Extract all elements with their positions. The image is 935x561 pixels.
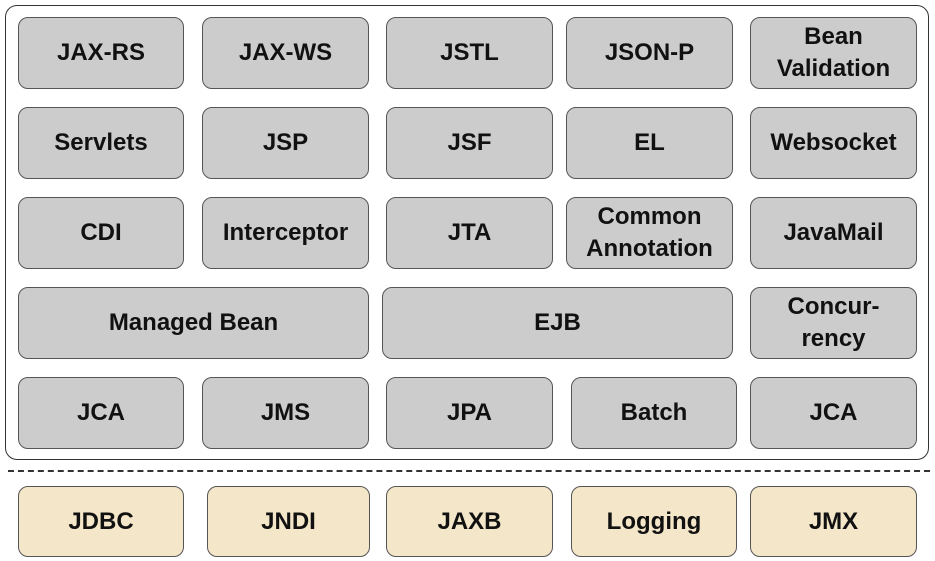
component-servlets: Servlets (18, 107, 184, 179)
base-logging: Logging (571, 486, 737, 557)
component-ejb: EJB (382, 287, 733, 359)
component-concurrency: Concur- rency (750, 287, 917, 359)
base-jndi: JNDI (207, 486, 370, 557)
component-json-p: JSON-P (566, 17, 733, 89)
dashed-divider (8, 470, 930, 472)
component-jca-2: JCA (750, 377, 917, 449)
component-jax-rs: JAX-RS (18, 17, 184, 89)
component-jta: JTA (386, 197, 553, 269)
component-jsf: JSF (386, 107, 553, 179)
component-cdi: CDI (18, 197, 184, 269)
component-jms: JMS (202, 377, 369, 449)
component-jca: JCA (18, 377, 184, 449)
component-jax-ws: JAX-WS (202, 17, 369, 89)
component-bean-validation: Bean Validation (750, 17, 917, 89)
component-batch: Batch (571, 377, 737, 449)
component-jpa: JPA (386, 377, 553, 449)
base-jdbc: JDBC (18, 486, 184, 557)
component-jsp: JSP (202, 107, 369, 179)
component-interceptor: Interceptor (202, 197, 369, 269)
component-javamail: JavaMail (750, 197, 917, 269)
component-common-annotation: Common Annotation (566, 197, 733, 269)
component-websocket: Websocket (750, 107, 917, 179)
base-jmx: JMX (750, 486, 917, 557)
base-jaxb: JAXB (386, 486, 553, 557)
component-jstl: JSTL (386, 17, 553, 89)
component-el: EL (566, 107, 733, 179)
component-managed-bean: Managed Bean (18, 287, 369, 359)
